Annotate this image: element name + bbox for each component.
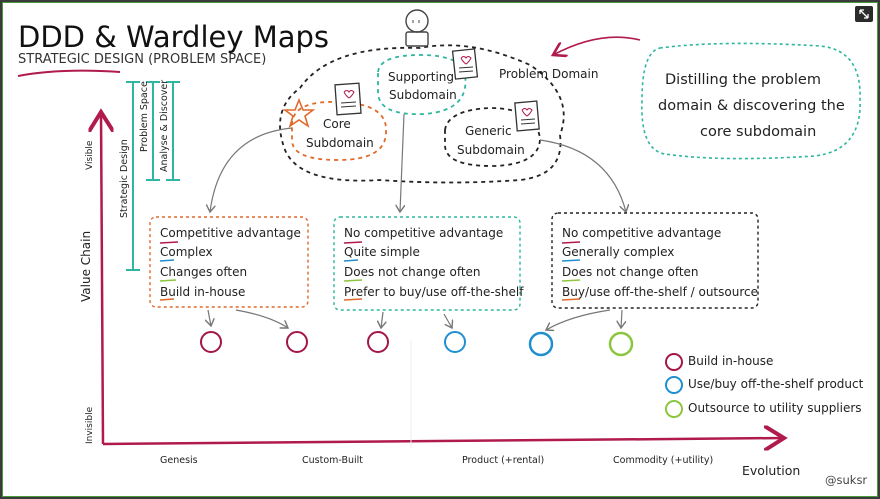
callout-arrow xyxy=(553,36,641,55)
core-subdomain-label-line2: Subdomain xyxy=(306,136,374,150)
callout-bubble xyxy=(641,42,861,160)
generic-connector xyxy=(539,139,626,212)
supporting-traits-box xyxy=(333,216,521,311)
callout-line3: core subdomain xyxy=(700,124,817,140)
y-axis-arrow xyxy=(101,112,103,445)
callout-line2: domain & discovering the xyxy=(658,98,845,114)
core-trait-3: Changes often xyxy=(160,265,248,279)
y-axis-top-label: Visible xyxy=(85,140,95,170)
generic-trait-2: Generally complex xyxy=(562,245,675,259)
problem-space-label: Problem Space xyxy=(139,81,150,152)
person-icon xyxy=(405,9,429,47)
component-buy-1 xyxy=(444,331,466,353)
stage-commodity: Commodity (+utility) xyxy=(613,455,714,466)
core-trait-2: Complex xyxy=(160,245,213,259)
component-buy-2 xyxy=(528,331,554,357)
page-subtitle: STRATEGIC DESIGN (PROBLEM SPACE) xyxy=(18,52,267,67)
core-trait-1: Competitive advantage xyxy=(160,226,301,240)
supporting-subdomain-boundary xyxy=(377,54,467,116)
document-icon-core xyxy=(334,82,362,116)
core-traits-box xyxy=(149,216,309,308)
x-axis-label: Evolution xyxy=(742,463,801,478)
core-connector xyxy=(210,127,293,212)
supporting-connector xyxy=(400,113,404,212)
generic-traits-box xyxy=(551,212,759,309)
legend-outsource-circle xyxy=(665,400,683,418)
page-title: DDD & Wardley Maps xyxy=(18,20,330,54)
legend-buy-circle xyxy=(665,376,683,394)
expand-icon[interactable] xyxy=(855,6,873,22)
legend-build-circle xyxy=(665,353,683,371)
component-build-2 xyxy=(286,331,308,353)
supporting-trait-4: Prefer to buy/use off-the-shelf xyxy=(344,285,524,299)
stage-custom-built: Custom-Built xyxy=(302,455,364,466)
problem-domain-boundary xyxy=(279,44,565,184)
document-icon-generic xyxy=(514,100,540,132)
core-trait-4: Build in-house xyxy=(160,285,246,299)
stage-product: Product (+rental) xyxy=(462,455,545,466)
component-build-1 xyxy=(200,331,222,353)
strategic-design-label: Strategic Design xyxy=(119,139,130,218)
generic-subdomain-label-line2: Subdomain xyxy=(457,143,525,157)
legend-build-label: Build in-house xyxy=(688,354,774,368)
component-outsource-1 xyxy=(608,331,634,357)
stage-genesis: Genesis xyxy=(160,455,198,466)
core-subdomain-boundary xyxy=(291,100,387,161)
analyse-discover-label: Analyse & Discover xyxy=(159,80,170,172)
legend-buy-label: Use/buy off-the-shelf product xyxy=(688,377,864,391)
supporting-trait-1: No competitive advantage xyxy=(344,226,504,240)
supporting-trait-3: Does not change often xyxy=(344,265,481,279)
credit-handle: @suksr xyxy=(825,473,868,487)
y-axis-label: Value Chain xyxy=(79,231,93,302)
callout-line1: Distilling the problem xyxy=(665,72,821,88)
generic-subdomain-label-line1: Generic xyxy=(465,124,512,138)
subtitle-underline xyxy=(17,69,121,77)
x-axis-arrow xyxy=(102,438,784,444)
supporting-subdomain-label-line2: Subdomain xyxy=(389,88,457,102)
star-icon xyxy=(282,97,316,128)
y-axis-bottom-label: Invisible xyxy=(85,406,95,444)
core-subdomain-label-line1: Core xyxy=(323,117,351,131)
problem-domain-label: Problem Domain xyxy=(499,67,599,81)
generic-trait-4: Buy/use off-the-shelf / outsource xyxy=(562,285,758,299)
document-icon-supporting xyxy=(451,48,479,80)
legend-outsource-label: Outsource to utility suppliers xyxy=(688,401,862,415)
supporting-subdomain-label-line1: Supporting xyxy=(388,70,454,84)
generic-trait-3: Does not change often xyxy=(562,265,699,279)
supporting-trait-2: Quite simple xyxy=(344,245,420,259)
component-build-3 xyxy=(367,331,389,353)
box-underlines xyxy=(159,241,581,301)
generic-trait-1: No competitive advantage xyxy=(562,226,722,240)
